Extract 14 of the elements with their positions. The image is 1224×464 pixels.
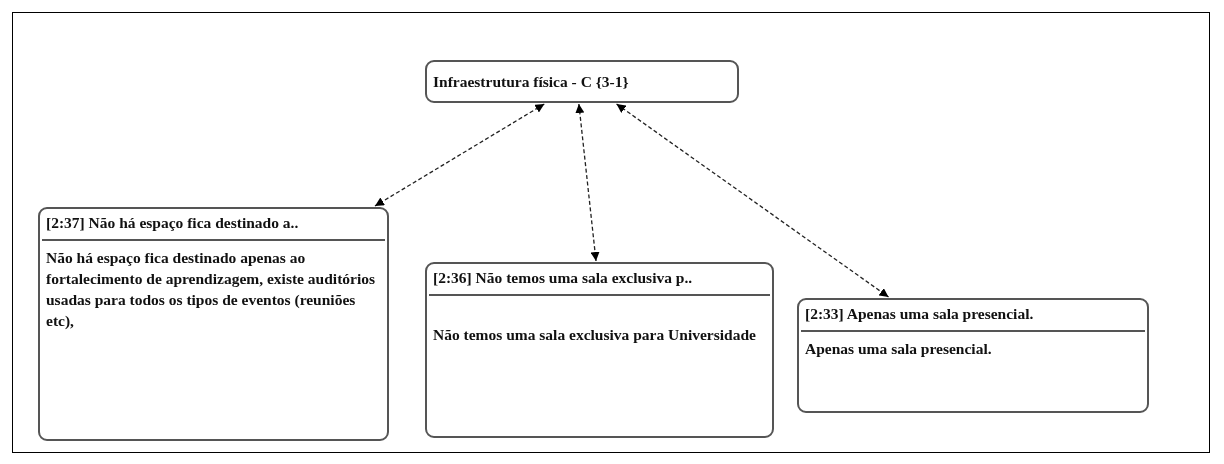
quote-title: [2:36] Não temos uma sala exclusiva p.. (433, 268, 694, 288)
quote-title: [2:37] Não há espaço fica destinado a.. (46, 213, 300, 233)
category-title: Infraestrutura física - C {3-1} (433, 72, 630, 92)
quote-text: Não há espaço fica destinado apenas ao fortalecimento de aprendizagem, existe auditórios usadas para todos os tipos de eventos (reuniões etc), (46, 248, 377, 331)
dashed-arrow (615, 103, 890, 298)
quote-card (38, 207, 389, 441)
dashed-arrow (374, 103, 545, 207)
quote-card (797, 298, 1149, 413)
quote-card (425, 262, 774, 438)
dashed-arrow (575, 103, 600, 262)
quote-title: [2:33] Apenas uma sala presencial. (805, 304, 1035, 324)
quote-text: Apenas uma sala presencial. (805, 339, 993, 359)
category-box (425, 60, 739, 103)
quote-text: Não temos uma sala exclusiva para Universidade (433, 325, 757, 345)
